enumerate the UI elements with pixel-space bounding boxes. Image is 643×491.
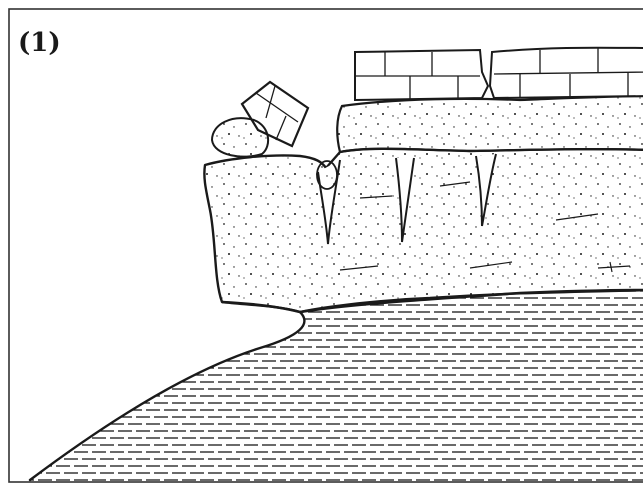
sandstone-cap <box>203 147 643 314</box>
shale-slope-outline <box>28 310 306 482</box>
joint-crack <box>475 153 497 227</box>
upper-sandstone-band <box>336 94 643 154</box>
small-boulder <box>316 160 338 190</box>
limestone-joints <box>355 48 643 100</box>
panel-label: (1) <box>18 28 61 58</box>
shale-slope <box>30 290 643 482</box>
bedding-marks <box>339 181 631 273</box>
panel-border <box>8 8 643 483</box>
fallen-boulder <box>210 117 270 158</box>
bedding-contact <box>221 288 643 314</box>
joint-crack <box>395 157 415 243</box>
